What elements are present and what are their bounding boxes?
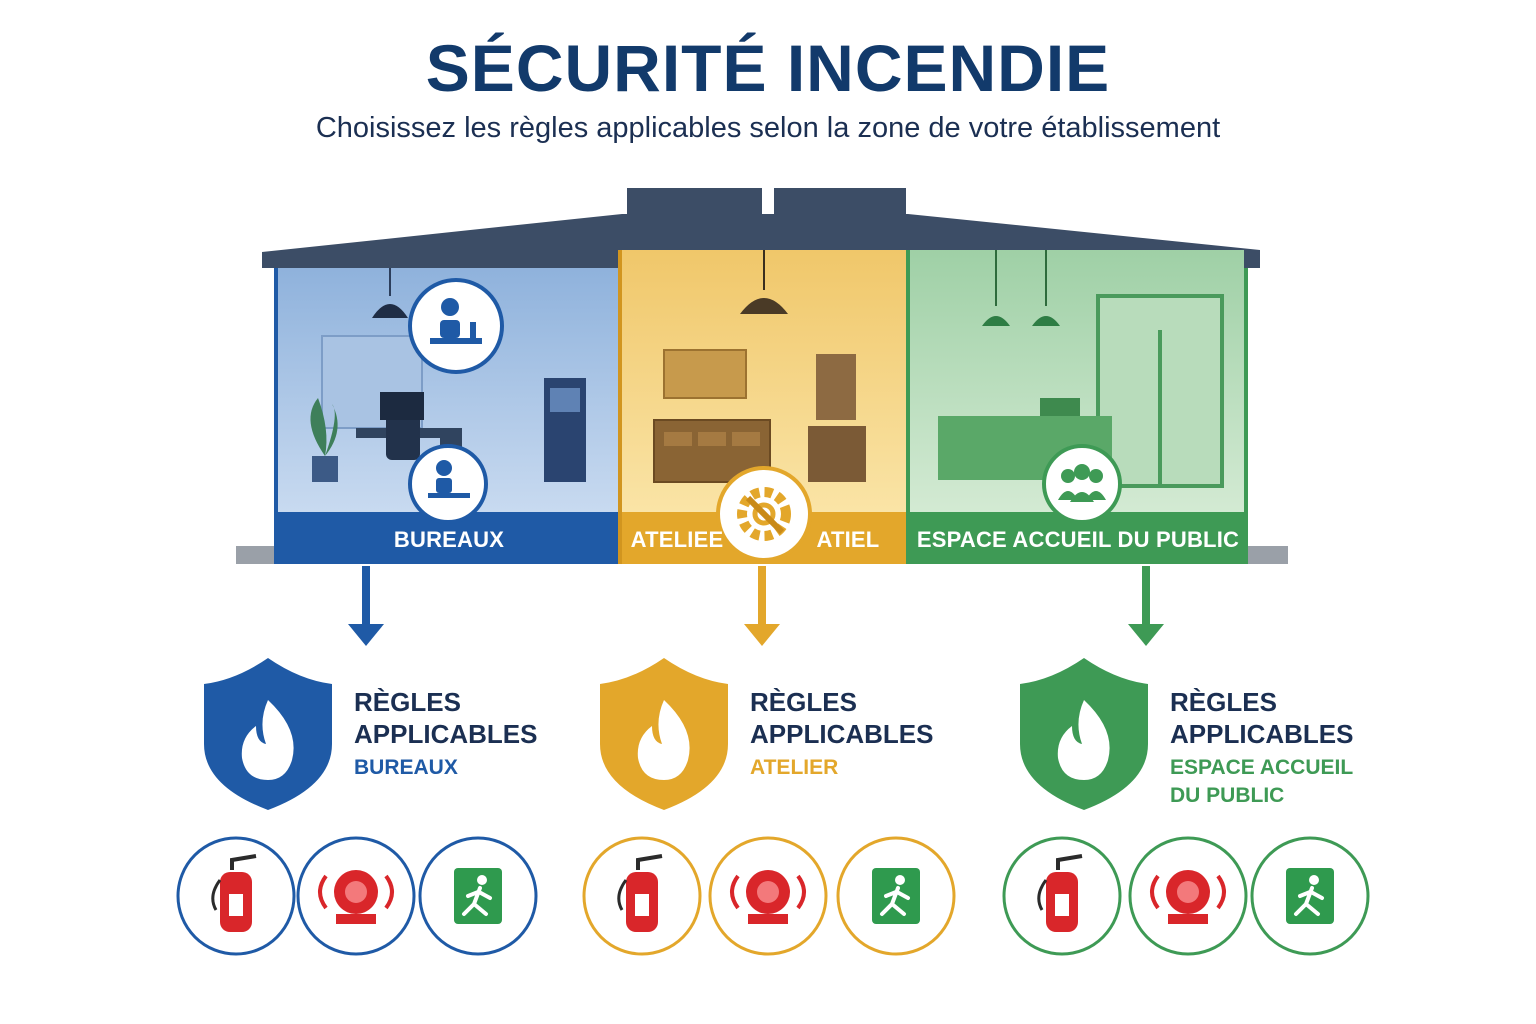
zone-accueil [908,250,1244,564]
fire-extinguisher-icon [582,836,702,956]
people-group-icon [1042,444,1122,524]
office-worker-icon [408,278,504,374]
plant-pot [312,456,338,482]
emergency-exit-icon [1250,836,1370,956]
emergency-exit-icon [418,836,538,956]
rules-atelier: RÈGLES APPLICABLES ATELIER [750,686,933,782]
fire-extinguisher-icon [176,836,296,956]
rules-zone-name: BUREAUX [354,756,458,779]
rules-line-2: APPLICABLES [354,719,538,749]
zone-label-bureaux: BUREAUX [393,527,505,552]
drill-press [816,354,856,420]
gear-tools-icon [716,466,812,562]
rules-accueil: RÈGLES APPLICABLES ESPACE ACCUEIL DU PUB… [1170,686,1353,810]
arrow-bureaux [348,566,384,646]
alarm-bell-icon [296,836,416,956]
zone-atelier [622,250,908,564]
rules-line-2: APPLICABLES [750,719,934,749]
shield-accueil-icon [1020,658,1148,810]
rules-line-1: RÈGLES [750,687,857,717]
shield-atelier-icon [600,658,728,810]
rules-zone-name: ATELIER [750,756,839,779]
ceiling-lamp [982,316,1010,326]
ceiling-lamp [1032,316,1060,326]
rules-line-2: APPLICABLES [1170,719,1354,749]
zone-label-accueil: ESPACE ACCUEIL DU PUBLIC [916,527,1240,552]
page-title: SÉCURITÉ INCENDIE [425,31,1111,105]
zone-label-atelier-right: ATIEL [816,527,880,552]
flame-icon [637,700,690,780]
zone-label-atelier-left: ATELIEE [630,527,724,552]
rules-bureaux: RÈGLES APPLICABLES BUREAUX [354,686,537,782]
ceiling-lamp [372,304,408,318]
shield-bureaux-icon [204,658,332,810]
emergency-exit-icon [836,836,956,956]
arrow-accueil [1128,566,1164,646]
office-worker-icon [408,444,488,524]
plant [310,398,338,456]
rules-zone-name-2: DU PUBLIC [1170,784,1285,807]
rules-zone-name-1: ESPACE ACCUEIL [1170,756,1354,779]
page-subtitle: Choisissez les règles applicables selon … [315,112,1221,144]
rules-line-1: RÈGLES [354,687,461,717]
flame-icon [1057,700,1110,780]
tool-board [663,349,747,399]
fire-extinguisher-icon [1002,836,1122,956]
alarm-bell-icon [708,836,828,956]
alarm-bell-icon [1128,836,1248,956]
office-chair [386,410,420,460]
rules-line-1: RÈGLES [1170,687,1277,717]
arrow-atelier [744,566,780,646]
flame-icon [241,700,294,780]
drill-press-base [808,426,866,482]
ceiling-lamp [740,298,788,314]
